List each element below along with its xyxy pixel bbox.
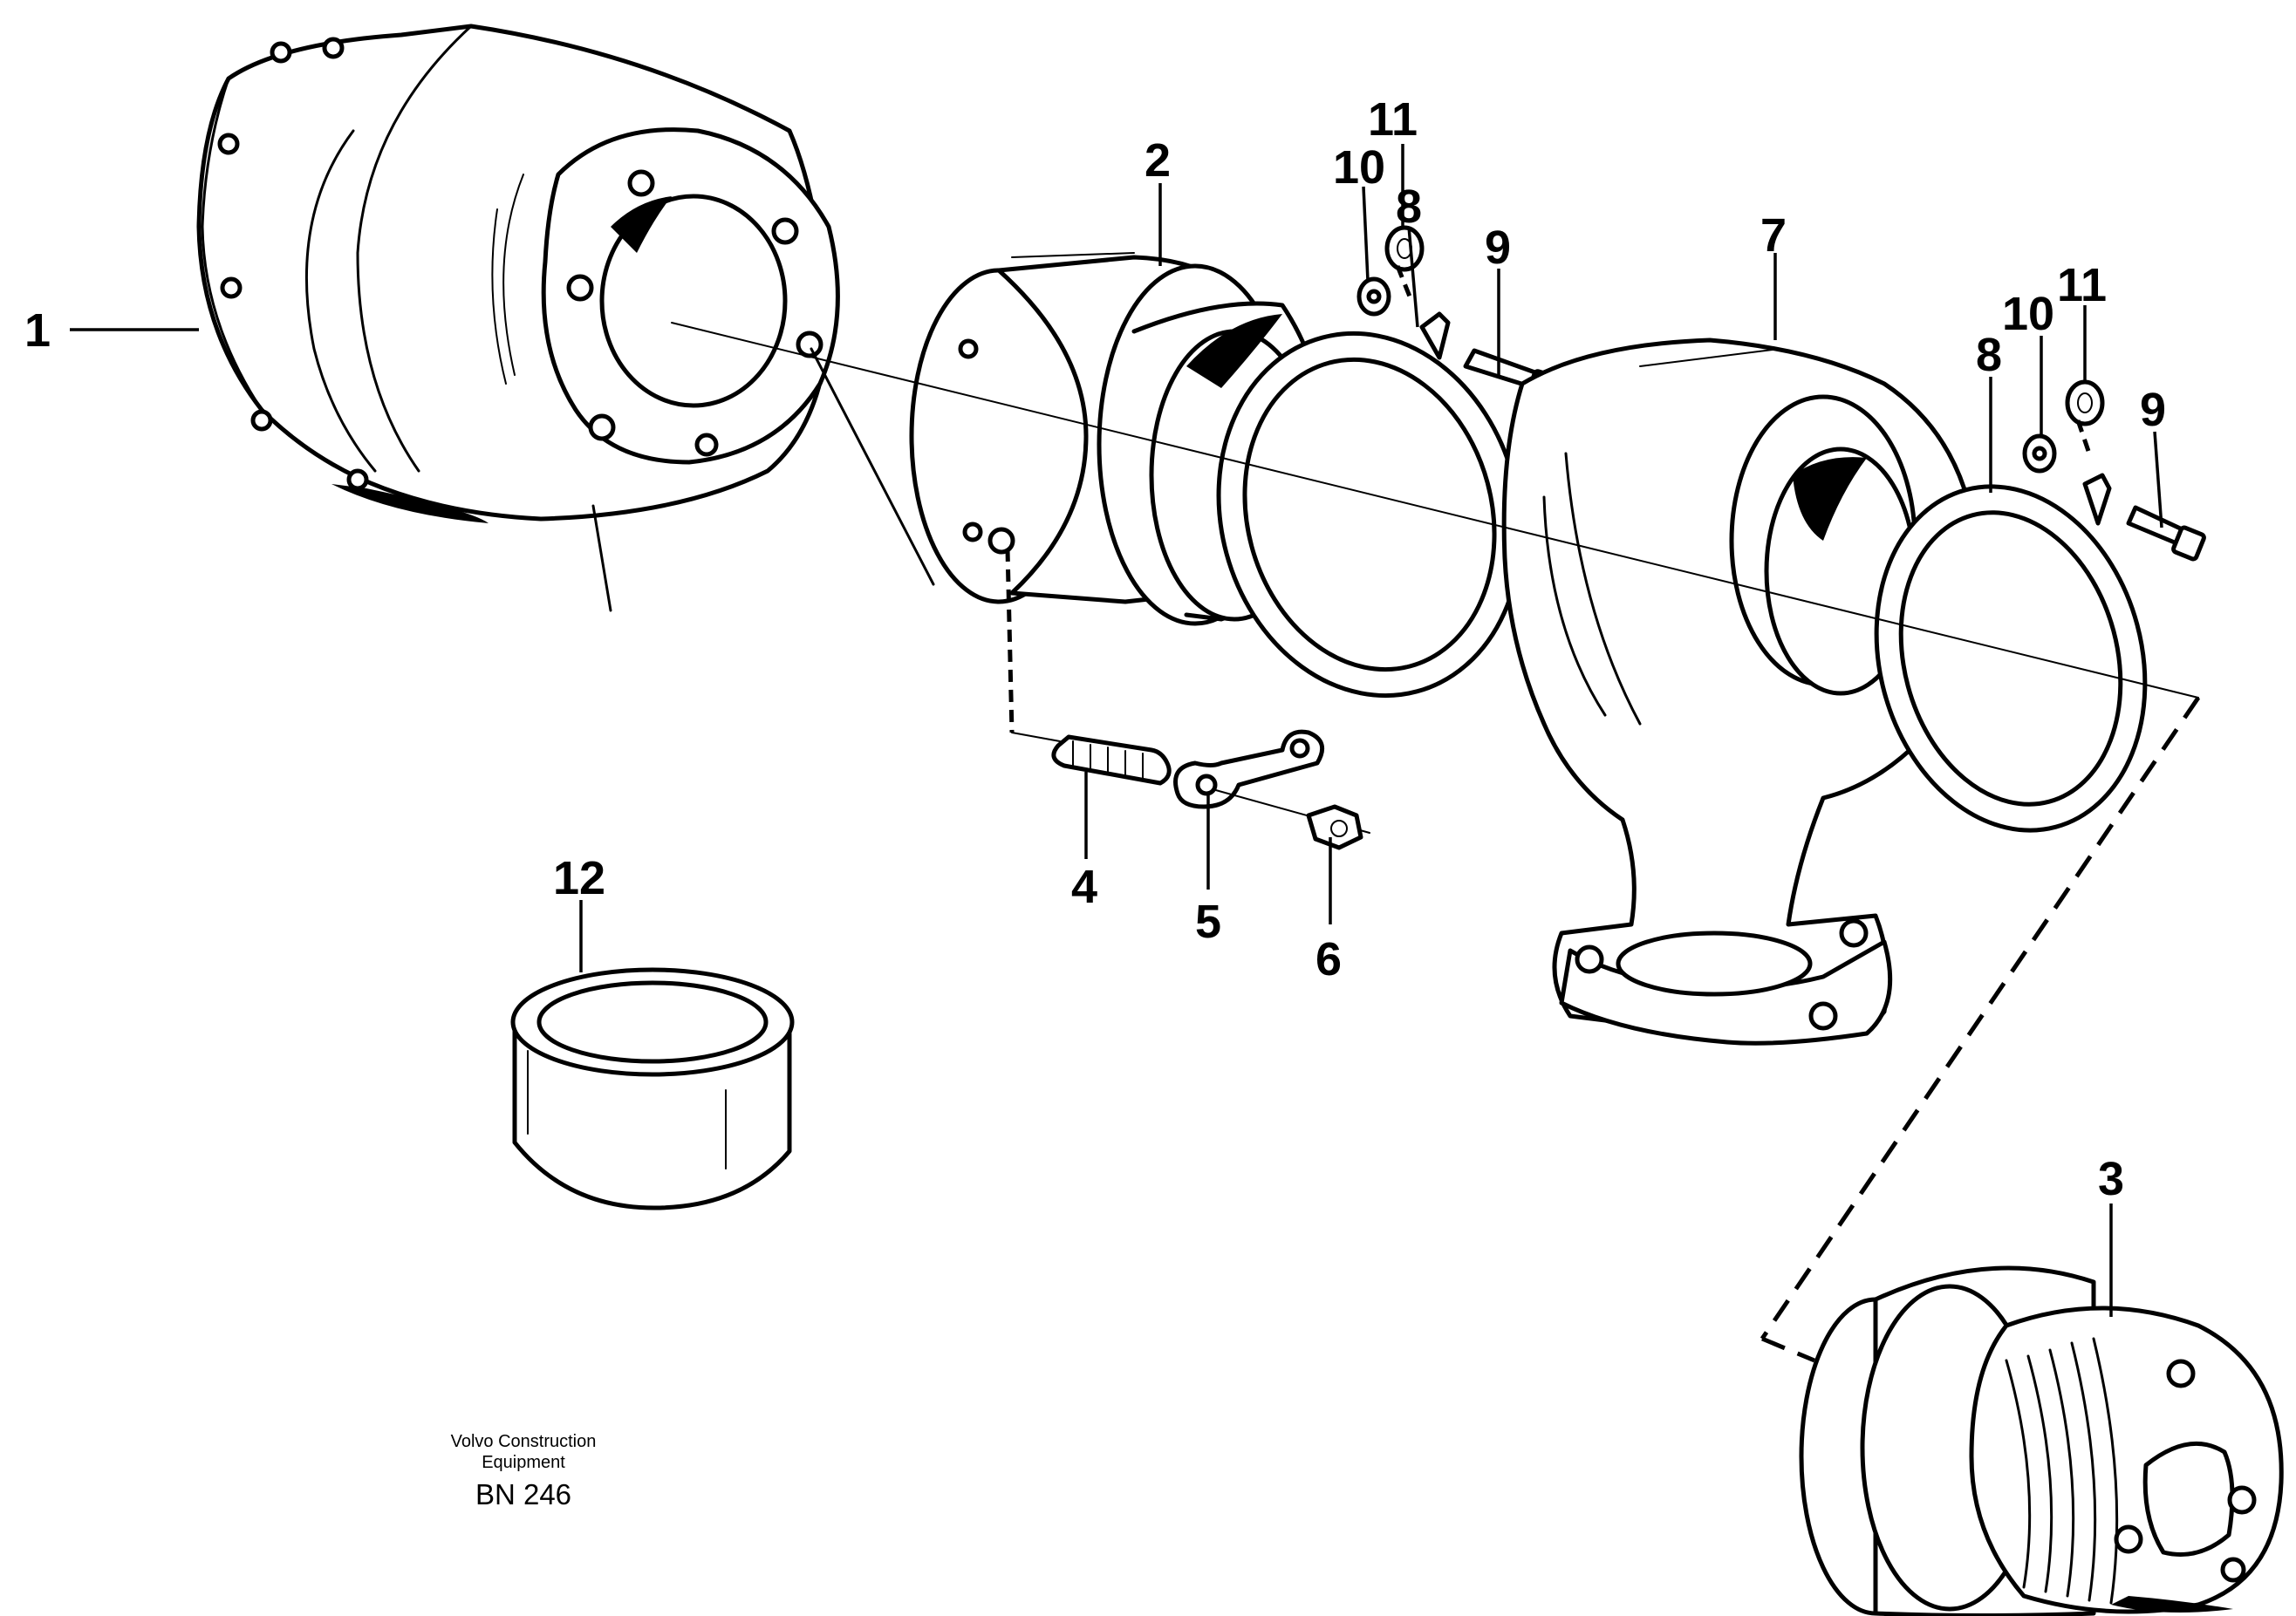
part-1-housing <box>196 24 935 612</box>
callout-1: 1 <box>24 304 51 357</box>
clamp-hardware-right <box>2022 379 2206 562</box>
credit-company-line1: Volvo Construction <box>450 1432 597 1451</box>
callout-8-left: 8 <box>1396 181 1422 233</box>
callout-10-left: 10 <box>1333 141 1385 194</box>
credit-company-line2: Equipment <box>482 1453 565 1472</box>
callout-9-right: 9 <box>2140 384 2166 436</box>
callout-6: 6 <box>1315 933 1342 985</box>
part-8-vband-clamp-left <box>1216 311 1523 699</box>
callout-8-right: 8 <box>1976 329 2002 381</box>
part-8-vband-clamp-right <box>1874 473 2148 833</box>
callout-9-left: 9 <box>1485 222 1511 274</box>
callout-leaders <box>70 144 2163 1317</box>
callout-4: 4 <box>1071 861 1097 913</box>
stud-dashed-line <box>1005 549 1015 733</box>
callout-11-right: 11 <box>2057 259 2107 311</box>
callout-numbers: 1 2 3 4 5 6 7 8 8 9 9 10 10 11 11 12 <box>24 93 2166 1205</box>
callout-7: 7 <box>1760 209 1787 262</box>
callout-2: 2 <box>1145 134 1171 187</box>
assembly-axis-line <box>671 322 2199 699</box>
callout-12: 12 <box>553 852 605 904</box>
callout-11-left: 11 <box>1368 93 1418 146</box>
figure-code: BN 246 <box>475 1478 572 1510</box>
part-3-end-cap <box>1760 696 2284 1616</box>
callout-5: 5 <box>1195 896 1221 948</box>
part-7-elbow-housing <box>1501 338 1978 1046</box>
part-12-seal-ring <box>510 967 795 1210</box>
parts-4-5-6-fasteners <box>1005 549 1370 850</box>
callout-10-right: 10 <box>2002 288 2054 340</box>
callout-3: 3 <box>2098 1153 2124 1205</box>
